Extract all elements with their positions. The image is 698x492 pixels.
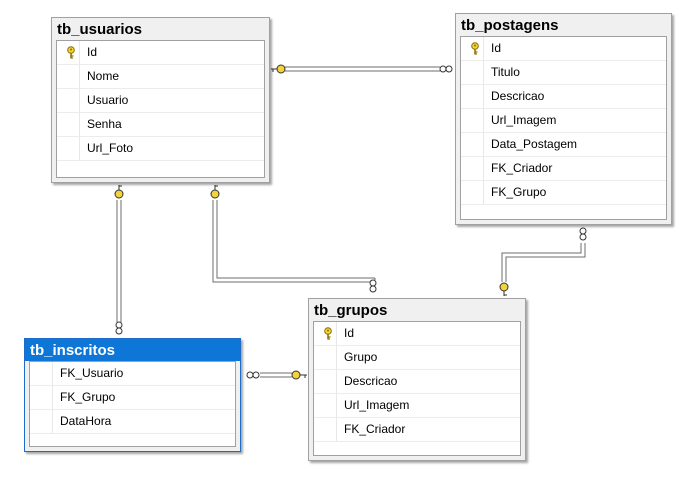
relationship-usuarios-postagens[interactable] — [285, 66, 440, 72]
relationship-usuarios-inscritos[interactable] — [116, 200, 122, 322]
row-selector — [461, 37, 484, 60]
column-name: Descricao — [344, 374, 398, 388]
column-row[interactable]: Grupo — [314, 346, 520, 370]
row-selector — [461, 157, 484, 180]
row-selector — [314, 370, 337, 393]
relationship-inscritos-grupos[interactable] — [260, 372, 292, 378]
column-name: Usuario — [87, 93, 129, 107]
row-selector — [57, 65, 80, 88]
column-row[interactable]: DataHora — [30, 410, 235, 434]
table-title: tb_inscritos — [25, 339, 240, 361]
key-icon — [471, 42, 479, 55]
row-selector — [314, 322, 337, 345]
row-selector — [30, 386, 53, 409]
table-title: tb_postagens — [461, 17, 559, 34]
key-end-icon — [499, 282, 509, 296]
column-row[interactable]: Url_Foto — [57, 137, 264, 161]
column-row[interactable]: Usuario — [57, 89, 264, 113]
key-end-icon — [114, 185, 124, 199]
relationship-usuarios-grupos[interactable] — [212, 200, 376, 283]
column-row[interactable]: Id — [57, 41, 264, 65]
table-tb-inscritos[interactable]: tb_inscritos FK_Usuario FK_Grupo DataHor… — [24, 338, 241, 452]
key-end-icon — [291, 370, 307, 380]
column-row[interactable]: FK_Usuario — [30, 362, 235, 386]
column-name: FK_Grupo — [60, 390, 116, 404]
column-grid: Id Grupo Descricao Url_Imagem FK_Criador — [313, 321, 521, 456]
column-row[interactable]: FK_Criador — [461, 157, 666, 181]
table-title: tb_grupos — [314, 302, 388, 319]
column-grid: Id Titulo Descricao Url_Imagem Data_Post… — [460, 36, 667, 220]
column-row[interactable]: Url_Imagem — [461, 109, 666, 133]
column-row[interactable]: Id — [461, 37, 666, 61]
column-name: FK_Grupo — [491, 185, 547, 199]
key-end-icon — [271, 64, 286, 74]
row-selector — [314, 418, 337, 441]
key-icon — [67, 46, 75, 59]
column-grid: Id Nome Usuario Senha Url_Foto — [56, 40, 265, 178]
column-name: Descricao — [491, 89, 545, 103]
column-name: FK_Criador — [491, 161, 553, 175]
column-row[interactable]: Descricao — [461, 85, 666, 109]
table-title: tb_usuarios — [57, 21, 143, 38]
column-name: Url_Foto — [87, 141, 134, 155]
column-row[interactable]: Data_Postagem — [461, 133, 666, 157]
column-row[interactable]: Descricao — [314, 370, 520, 394]
row-selector — [461, 133, 484, 156]
column-row[interactable]: FK_Grupo — [461, 181, 666, 205]
table-tb-postagens[interactable]: tb_postagens Id Titulo Descricao Url_Ima… — [455, 13, 672, 225]
infinity-icon — [115, 321, 123, 335]
row-selector — [461, 109, 484, 132]
column-row[interactable]: Id — [314, 322, 520, 346]
row-selector — [30, 410, 53, 433]
column-name: Data_Postagem — [491, 137, 578, 151]
row-selector — [461, 61, 484, 84]
column-name: Titulo — [491, 65, 520, 79]
row-selector — [57, 137, 80, 160]
table-tb-usuarios[interactable]: tb_usuarios Id Nome Usuario Senha Url_Fo… — [51, 17, 270, 183]
column-name: Senha — [87, 117, 122, 131]
infinity-icon — [369, 279, 377, 293]
column-name: DataHora — [60, 414, 112, 428]
column-name: Id — [344, 326, 355, 340]
column-row[interactable]: FK_Criador — [314, 418, 520, 442]
column-row[interactable]: Url_Imagem — [314, 394, 520, 418]
column-name: Nome — [87, 69, 120, 83]
column-row[interactable]: Titulo — [461, 61, 666, 85]
column-name: Url_Imagem — [491, 113, 557, 127]
key-icon — [324, 327, 332, 340]
row-selector — [314, 394, 337, 417]
row-selector — [57, 41, 80, 64]
table-tb-grupos[interactable]: tb_grupos Id Grupo Descricao Url_Imagem … — [308, 298, 526, 461]
column-name: Url_Imagem — [344, 398, 410, 412]
column-row[interactable]: Senha — [57, 113, 264, 137]
column-name: Id — [87, 45, 98, 59]
infinity-icon — [246, 371, 260, 379]
row-selector — [57, 113, 80, 136]
column-name: FK_Criador — [344, 422, 406, 436]
column-name: FK_Usuario — [60, 366, 124, 380]
column-row[interactable]: Nome — [57, 65, 264, 89]
row-selector — [30, 362, 53, 385]
column-name: Grupo — [344, 350, 378, 364]
relationship-postagens-grupos[interactable] — [501, 243, 586, 282]
row-selector — [461, 85, 484, 108]
column-grid: FK_Usuario FK_Grupo DataHora — [29, 361, 236, 447]
column-row[interactable]: FK_Grupo — [30, 386, 235, 410]
row-selector — [461, 181, 484, 204]
infinity-icon — [579, 227, 587, 241]
row-selector — [57, 89, 80, 112]
column-name: Id — [491, 41, 502, 55]
row-selector — [314, 346, 337, 369]
infinity-icon — [439, 65, 453, 73]
key-end-icon — [210, 185, 220, 199]
